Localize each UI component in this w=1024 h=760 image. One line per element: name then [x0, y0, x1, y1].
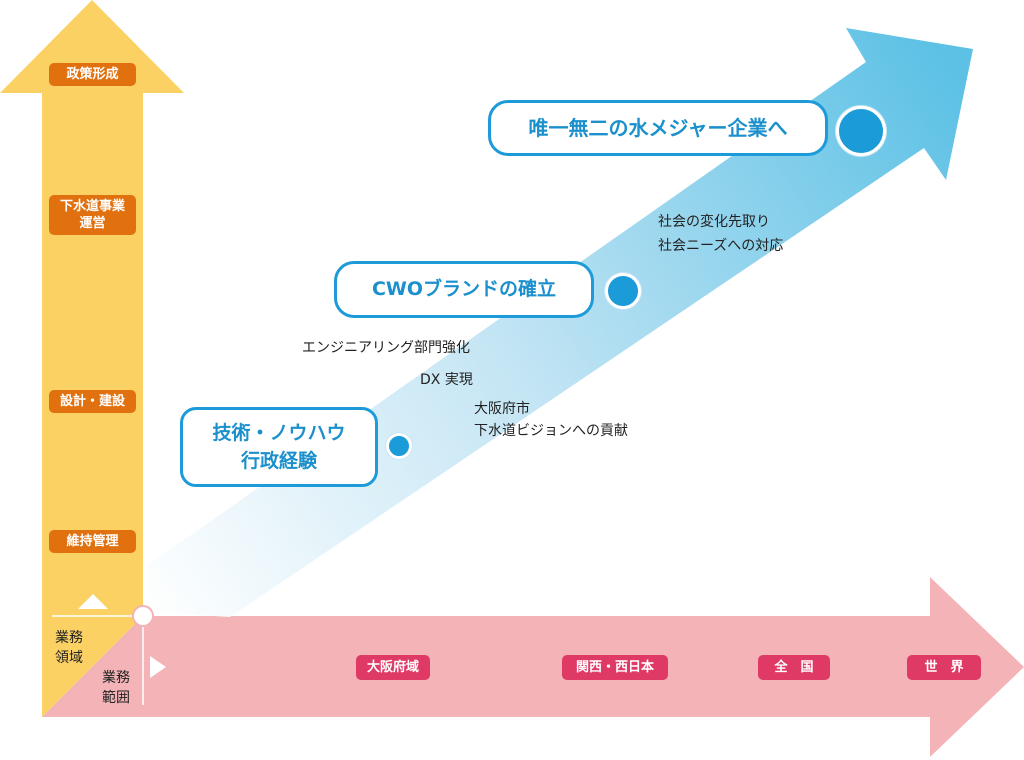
y-label-design: 設計・建設 — [49, 390, 136, 413]
origin-dot — [132, 605, 154, 627]
x-label-kansai: 関西・西日本 — [562, 655, 668, 680]
y-axis-arrow — [0, 0, 184, 717]
note-social: 社会の変化先取り 社会ニーズへの対応 — [658, 214, 784, 254]
x-axis-title: 業務 範囲 — [102, 670, 130, 706]
milestone-dot-3 — [836, 106, 886, 156]
y-label-maintenance: 維持管理 — [49, 530, 136, 553]
up-marker-icon — [78, 594, 108, 609]
y-axis-title: 業務 領域 — [55, 630, 83, 666]
milestone-brand: CWOブランドの確立 — [334, 261, 594, 318]
x-label-national: 全 国 — [758, 655, 830, 680]
note-dx: DX 実現 — [420, 372, 473, 388]
milestone-dot-1 — [386, 433, 412, 459]
x-label-osaka: 大阪府域 — [356, 655, 430, 680]
x-label-world: 世 界 — [907, 655, 981, 680]
milestone-dot-2 — [605, 273, 641, 309]
right-marker-icon — [150, 656, 166, 678]
milestone-water-major: 唯一無二の水メジャー企業へ — [488, 100, 828, 156]
y-label-policy: 政策形成 — [49, 63, 136, 86]
note-osaka-vision: 大阪府市 下水道ビジョンへの貢献 — [474, 401, 628, 439]
milestone-technology: 技術・ノウハウ 行政経験 — [180, 407, 378, 487]
note-engineering: エンジニアリング部門強化 — [302, 340, 470, 356]
x-axis-arrow — [42, 577, 1024, 757]
y-label-operation: 下水道事業 運営 — [49, 195, 136, 235]
